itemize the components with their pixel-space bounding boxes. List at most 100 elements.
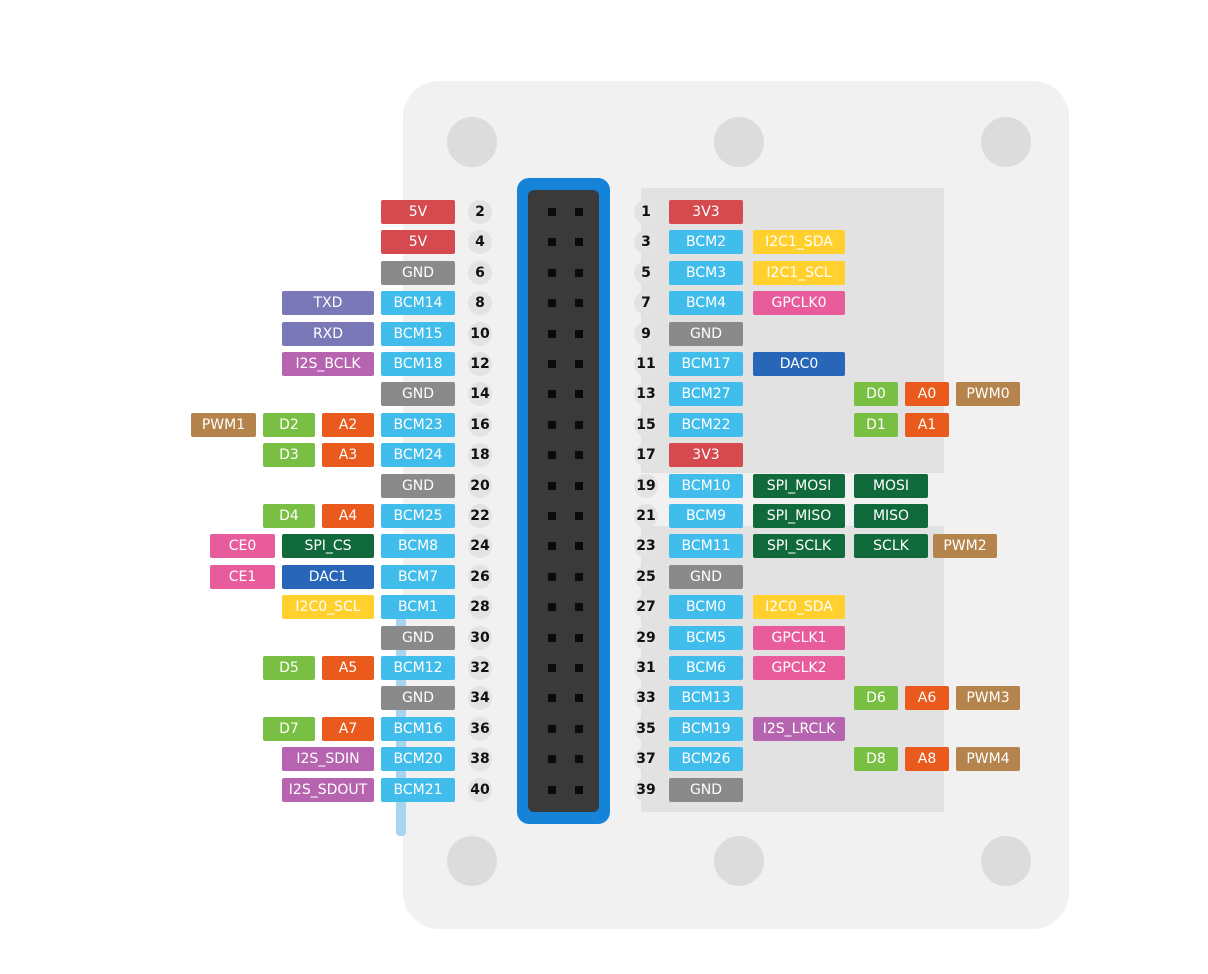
pin-label-gpclk: GPCLK0 bbox=[753, 291, 845, 316]
pin-label-pwm: PWM4 bbox=[956, 747, 1020, 772]
pin-number: 31 bbox=[634, 656, 658, 680]
pin-label-i2s: I2S_SDOUT bbox=[282, 777, 374, 802]
header-pin-dot bbox=[548, 268, 556, 277]
pin-label-digital: D8 bbox=[854, 747, 898, 772]
pin-number: 35 bbox=[634, 716, 658, 741]
pin-label-bcm: BCM8 bbox=[381, 534, 455, 559]
pin-label-bcm: BCM21 bbox=[381, 777, 455, 802]
pin-label-ground: GND bbox=[381, 473, 455, 498]
pin-label-gpclk: CE0 bbox=[210, 534, 275, 559]
header-pin-dot bbox=[575, 329, 583, 338]
pin-label-i2s: I2S_SDIN bbox=[282, 747, 374, 772]
pin-number: 2 bbox=[468, 200, 492, 224]
pin-label-dac: DAC1 bbox=[282, 564, 374, 589]
mounting-hole-top-center bbox=[714, 117, 764, 167]
pin-number: 29 bbox=[634, 625, 658, 650]
pin-label-analog: A6 bbox=[905, 686, 949, 711]
pin-number: 33 bbox=[634, 686, 658, 711]
pin-number: 27 bbox=[634, 595, 658, 620]
header-pin-dot bbox=[548, 451, 556, 460]
pin-number: 15 bbox=[634, 412, 658, 437]
header-pin-dot bbox=[548, 390, 556, 399]
pin-label-ground: GND bbox=[669, 564, 743, 589]
pin-number: 28 bbox=[468, 595, 492, 620]
header-pin-dot bbox=[548, 664, 556, 672]
pin-number: 20 bbox=[468, 473, 492, 498]
pin-label-bcm: BCM2 bbox=[669, 230, 743, 255]
pin-label-bcm: BCM24 bbox=[381, 443, 455, 468]
pin-label-bcm: BCM23 bbox=[381, 412, 455, 437]
header-pin-dot bbox=[575, 603, 583, 612]
pin-number: 18 bbox=[468, 443, 492, 468]
pin-number: 6 bbox=[468, 260, 492, 285]
pin-label-bcm: BCM26 bbox=[669, 747, 743, 772]
mounting-hole-bottom-left bbox=[447, 836, 497, 886]
pin-number: 23 bbox=[634, 534, 658, 559]
pin-label-analog: A2 bbox=[322, 412, 374, 437]
pin-label-bcm: BCM19 bbox=[669, 716, 743, 741]
header-pin-dot bbox=[575, 724, 583, 733]
pin-number: 30 bbox=[468, 625, 492, 650]
gpio-header-socket bbox=[528, 190, 599, 812]
pin-label-analog: A0 bbox=[905, 382, 949, 407]
pin-number: 3 bbox=[634, 230, 658, 255]
pin-label-dac: DAC0 bbox=[753, 352, 845, 376]
pin-label-analog: A7 bbox=[322, 716, 374, 741]
pin-label-gpclk: GPCLK1 bbox=[753, 625, 845, 650]
header-pin-dot bbox=[548, 572, 556, 581]
pin-number: 11 bbox=[634, 352, 658, 376]
header-pin-dot bbox=[548, 329, 556, 338]
pin-label-pwm: PWM2 bbox=[933, 534, 997, 559]
pin-label-pwm: PWM1 bbox=[191, 412, 256, 437]
pin-number: 38 bbox=[468, 747, 492, 772]
pin-number: 26 bbox=[468, 564, 492, 589]
pin-label-i2c: I2C0_SDA bbox=[753, 595, 845, 620]
pin-label-analog: A3 bbox=[322, 443, 374, 468]
pin-label-digital: D3 bbox=[263, 443, 315, 468]
pin-label-bcm: BCM6 bbox=[669, 656, 743, 680]
pin-number: 25 bbox=[634, 564, 658, 589]
pin-label-bcm: BCM3 bbox=[669, 260, 743, 285]
header-pin-dot bbox=[548, 694, 556, 703]
pin-number: 13 bbox=[634, 382, 658, 407]
pin-number: 32 bbox=[468, 656, 492, 680]
pin-label-digital: D2 bbox=[263, 412, 315, 437]
mounting-hole-bottom-center bbox=[714, 836, 764, 886]
header-pin-dot bbox=[575, 299, 583, 308]
pin-label-bcm: BCM17 bbox=[669, 352, 743, 376]
pin-label-i2s: I2S_BCLK bbox=[282, 352, 374, 376]
pin-number: 22 bbox=[468, 504, 492, 528]
header-pin-dot bbox=[575, 694, 583, 703]
pin-label-digital: D1 bbox=[854, 412, 898, 437]
header-pin-dot bbox=[548, 208, 556, 216]
pin-label-gpclk: CE1 bbox=[210, 564, 275, 589]
pin-label-i2s: I2S_LRCLK bbox=[753, 716, 845, 741]
pin-number: 16 bbox=[468, 412, 492, 437]
pin-label-bcm: BCM9 bbox=[669, 504, 743, 528]
header-pin-dot bbox=[548, 633, 556, 642]
header-pin-dot bbox=[548, 299, 556, 308]
header-pin-dot bbox=[548, 755, 556, 764]
header-pin-dot bbox=[575, 268, 583, 277]
pin-label-pwm: PWM3 bbox=[956, 686, 1020, 711]
pin-label-ground: GND bbox=[669, 321, 743, 346]
header-pin-dot bbox=[575, 208, 583, 216]
pin-label-digital: D7 bbox=[263, 716, 315, 741]
pin-label-digital: D6 bbox=[854, 686, 898, 711]
pin-number: 21 bbox=[634, 504, 658, 528]
pin-label-bcm: BCM10 bbox=[669, 473, 743, 498]
header-pin-dot bbox=[575, 360, 583, 368]
pin-label-bcm: BCM25 bbox=[381, 504, 455, 528]
pin-label-power: 5V bbox=[381, 200, 455, 224]
pin-label-uart: TXD bbox=[282, 291, 374, 316]
header-pin-dot bbox=[575, 390, 583, 399]
pin-label-spi: SPI_SCLK bbox=[753, 534, 845, 559]
header-pin-dot bbox=[548, 603, 556, 612]
header-pin-dot bbox=[548, 512, 556, 520]
header-pin-dot bbox=[575, 481, 583, 490]
pin-label-spi: SCLK bbox=[854, 534, 928, 559]
pin-label-i2c: I2C1_SCL bbox=[753, 260, 845, 285]
header-pin-dot bbox=[548, 420, 556, 429]
pin-label-analog: A5 bbox=[322, 656, 374, 680]
mounting-hole-top-right bbox=[981, 117, 1031, 167]
